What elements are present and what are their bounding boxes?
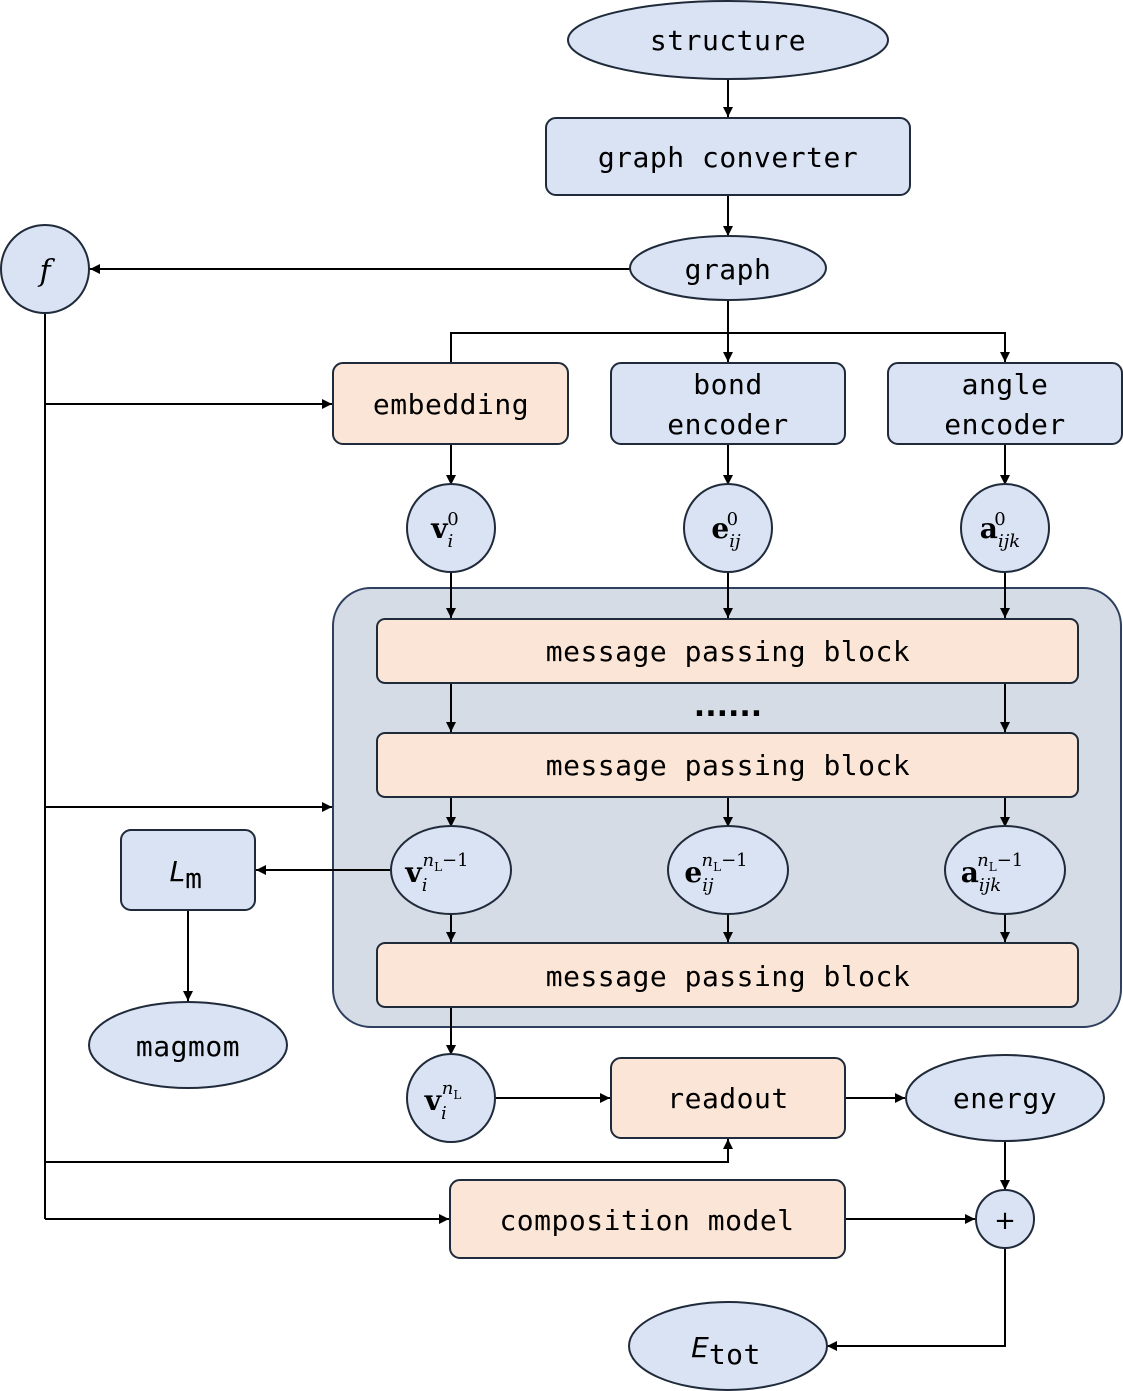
node-angle-encoder: angle encoder <box>887 362 1123 445</box>
node-graph: graph <box>629 235 827 301</box>
readout-label: readout <box>667 1082 789 1115</box>
v0-label: vi0 <box>430 509 459 552</box>
node-f: f <box>0 224 90 314</box>
en1-label: eijnL−1 <box>684 850 747 896</box>
node-en1: eijnL−1 <box>667 825 789 915</box>
angle-encoder-line1: angle <box>962 368 1049 401</box>
node-an1: aijknL−1 <box>944 825 1066 915</box>
node-e0: eij0 <box>683 483 773 573</box>
bond-encoder-line2: encoder <box>667 408 789 441</box>
energy-label: energy <box>953 1082 1057 1115</box>
angle-encoder-line2: encoder <box>944 408 1066 441</box>
node-vn: vinL <box>406 1053 496 1143</box>
node-energy: energy <box>905 1054 1105 1142</box>
graph-converter-label: graph converter <box>598 141 858 174</box>
node-structure: structure <box>567 0 889 80</box>
e0-label: eij0 <box>711 509 741 552</box>
node-readout: readout <box>610 1057 846 1139</box>
node-mp-block-1: message passing block <box>376 618 1079 684</box>
node-composition-model: composition model <box>449 1179 846 1259</box>
node-graph-converter: graph converter <box>545 117 911 196</box>
composition-model-label: composition model <box>499 1204 794 1237</box>
edge-f-readout <box>45 1139 733 1163</box>
graph-label: graph <box>685 253 772 286</box>
edges <box>44 79 1010 1351</box>
edge-plus-etot <box>827 1249 1006 1351</box>
node-vn1: vinL−1 <box>390 825 512 915</box>
bond-encoder-line1: bond <box>693 368 762 401</box>
node-magmom: magmom <box>88 1001 288 1089</box>
embedding-label: embedding <box>373 388 529 421</box>
an1-label: aijknL−1 <box>961 850 1024 896</box>
plus-label: + <box>994 1206 1016 1236</box>
lm-label: Lm <box>170 855 203 895</box>
magmom-label: magmom <box>136 1030 240 1063</box>
structure-label: structure <box>650 24 806 57</box>
node-plus: + <box>975 1189 1035 1249</box>
node-a0: aijk0 <box>960 483 1050 573</box>
mp-block-3-label: message passing block <box>546 960 911 993</box>
vn-label: vinL <box>424 1078 462 1124</box>
a0-label: aijk0 <box>980 509 1020 552</box>
mp-block-1-label: message passing block <box>546 635 911 668</box>
node-embedding: embedding <box>332 362 569 445</box>
node-mp-block-2: message passing block <box>376 732 1079 798</box>
vn1-label: vinL−1 <box>404 850 468 896</box>
node-mp-block-3: message passing block <box>376 942 1079 1008</box>
node-etot: Etot <box>628 1301 828 1391</box>
mp-block-2-label: message passing block <box>546 749 911 782</box>
ellipsis: ...... <box>694 689 762 724</box>
node-lm: Lm <box>120 829 256 911</box>
node-bond-encoder: bond encoder <box>610 362 846 445</box>
etot-label: Etot <box>691 1331 761 1371</box>
node-v0: vi0 <box>406 483 496 573</box>
